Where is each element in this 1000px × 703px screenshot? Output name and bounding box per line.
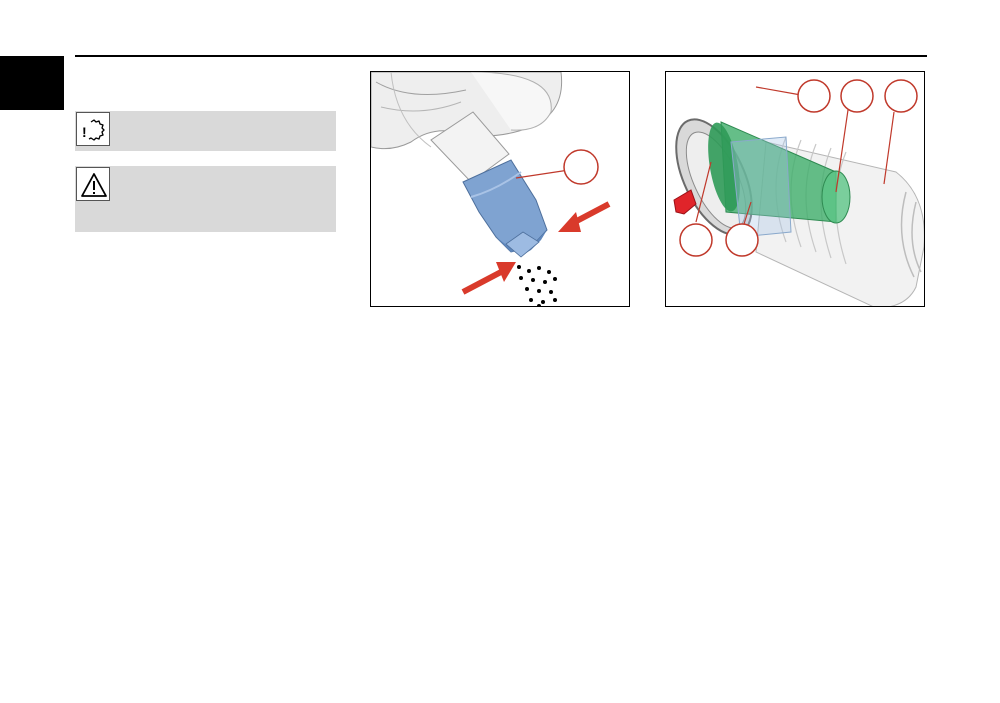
svg-text:!: ! [82,124,87,140]
tank-housing [371,72,563,183]
arrow-right-icon [558,201,611,232]
maintenance-gear-exclamation-icon: ! [76,112,110,146]
callout-circle-5 [725,223,759,257]
drain-nozzle-figure [370,71,630,307]
header-rule [75,55,927,57]
transparent-sleeve [730,136,792,238]
callout-circle-3 [884,79,918,113]
callout-leader-line [515,169,570,179]
warning-box [75,166,336,232]
callout-circle-4 [679,223,713,257]
red-valve [673,189,697,215]
dripping-fluid-dots [517,265,557,306]
chapter-tab [0,56,64,110]
maintenance-note-box: ! [75,111,336,151]
arrow-left-icon [461,262,516,295]
warning-triangle-icon [76,167,110,201]
inner-filter-tube [708,121,851,224]
callout-circle-2 [840,79,874,113]
callout-leader-lines [695,86,895,225]
filter-assembly-figure [665,71,925,307]
callout-circle-1 [563,149,599,185]
drain-nozzle [462,159,548,258]
callout-circle-1 [797,79,831,113]
